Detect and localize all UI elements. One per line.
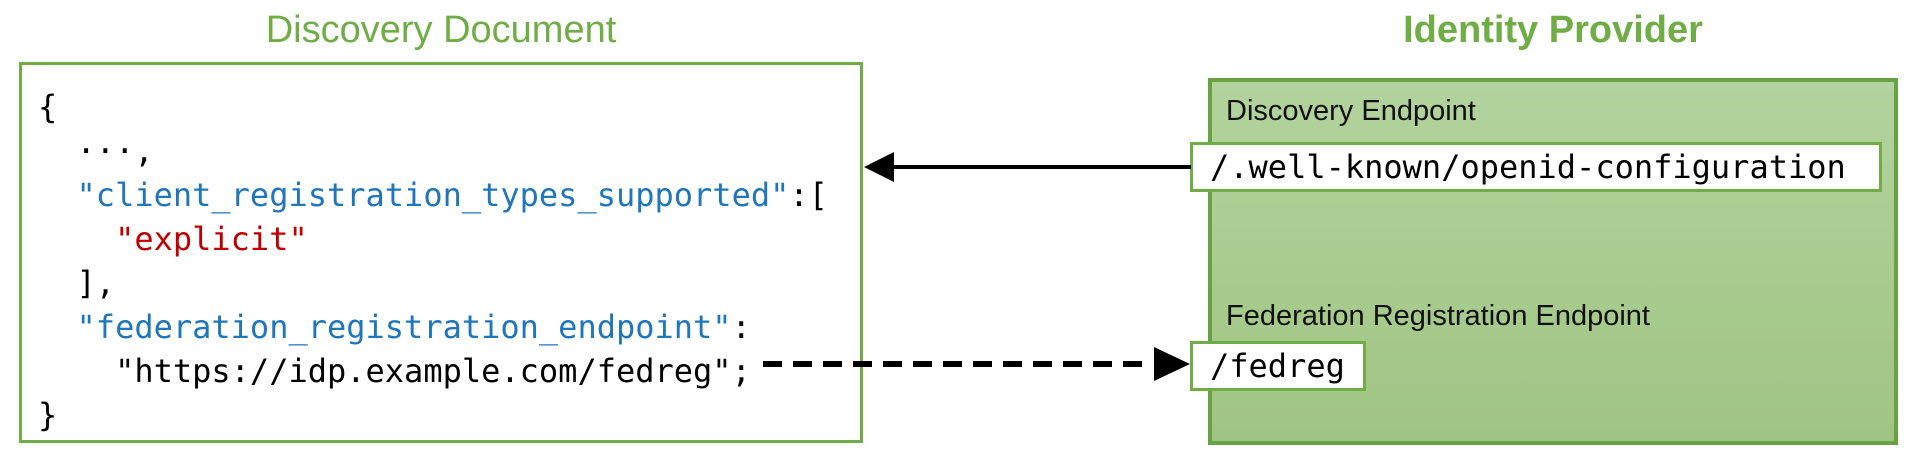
discovery-document-box: { ···, "client_registration_types_suppor… xyxy=(19,62,863,443)
discovery-endpoint-label: Discovery Endpoint xyxy=(1226,95,1476,127)
discovery-document-title: Discovery Document xyxy=(265,9,617,51)
json-code-line: "explicit" xyxy=(115,220,308,258)
json-code-line: "client_registration_types_supported":[ xyxy=(76,176,828,214)
json-code-line: ···, xyxy=(38,132,154,170)
discovery-endpoint-path-box: /.well-known/openid-configuration xyxy=(1190,142,1882,192)
solid-arrow-discovery-request xyxy=(864,152,1191,182)
json-code: { ···, "client_registration_types_suppor… xyxy=(38,85,856,436)
json-code-line: "https://idp.example.com/fedreg"; xyxy=(38,352,751,390)
json-code-line: } xyxy=(38,396,58,434)
federation-endpoint-path-box: /fedreg xyxy=(1190,341,1366,391)
federation-endpoint-label: Federation Registration Endpoint xyxy=(1226,300,1650,332)
json-code-line: { xyxy=(38,88,58,126)
solid-arrowhead-left-icon xyxy=(864,152,894,182)
dashed-arrowhead-right-icon xyxy=(1154,347,1190,381)
json-code-line: "federation_registration_endpoint": xyxy=(76,308,751,346)
json-code-line: ], xyxy=(38,264,116,302)
identity-provider-title: Identity Provider xyxy=(1403,9,1703,51)
